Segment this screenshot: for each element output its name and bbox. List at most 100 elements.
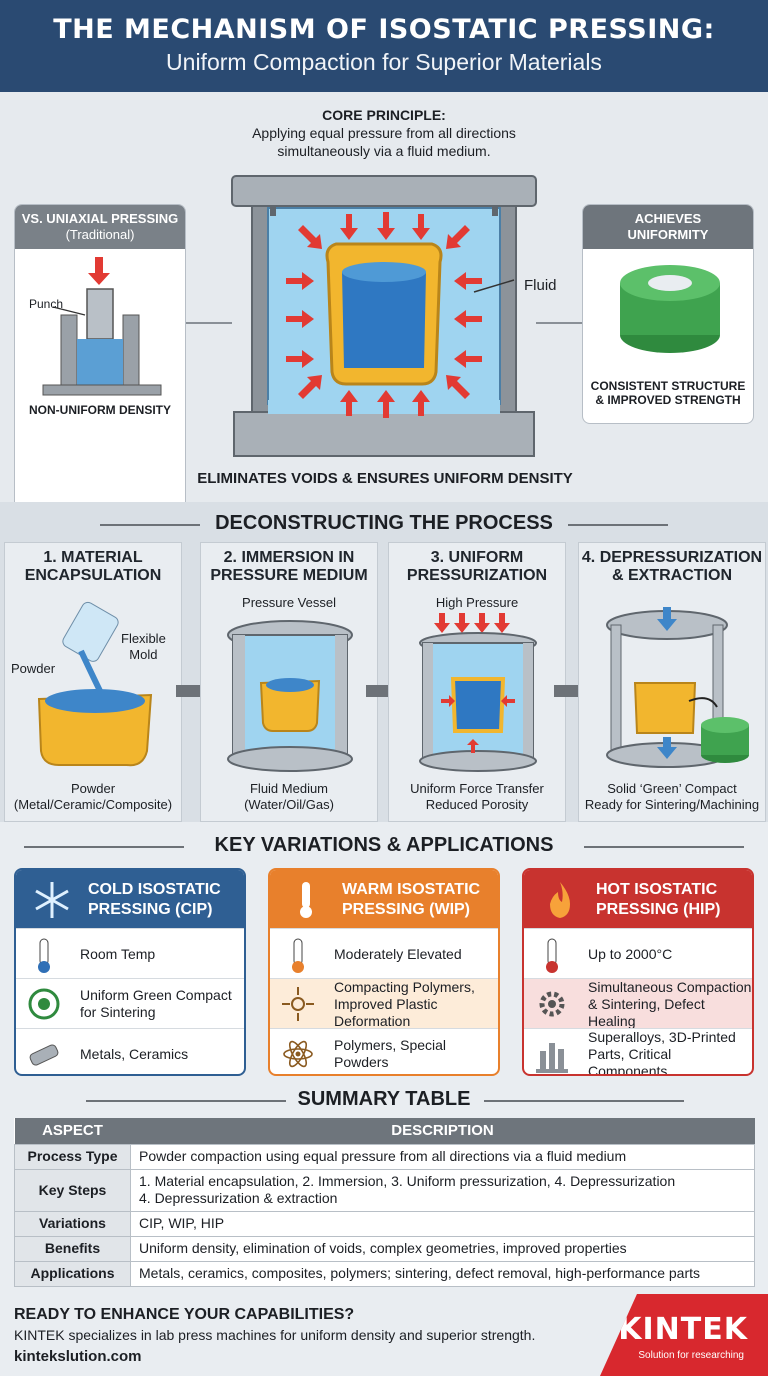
hip-card-header: HOT ISOSTATIC PRESSING (HIP) (524, 870, 752, 928)
hip-row-temperature: Up to 2000°C (524, 928, 752, 978)
table-cell-aspect: Process Type (14, 1143, 131, 1170)
cip-card-header: COLD ISOSTATIC PRESSING (CIP) (16, 870, 244, 928)
wip-title: WARM ISOSTATIC PRESSING (WIP) (342, 880, 480, 920)
punch-label: Punch (29, 297, 64, 311)
hip-result-line-2: & Sintering, Defect Healing (588, 995, 705, 1029)
table-cell-aspect: Applications (14, 1260, 131, 1287)
cip-row-temperature-text: Room Temp (80, 929, 155, 979)
step-4-title-1: 4. DEPRESSURIZATION (581, 549, 763, 566)
table-header-description: DESCRIPTION (130, 1118, 755, 1144)
wip-card: WARM ISOSTATIC PRESSING (WIP) Moderately… (268, 868, 500, 1076)
thermometer-cold-icon (38, 938, 50, 973)
table-header-row: ASPECT DESCRIPTION (14, 1118, 755, 1144)
brand-tagline: Solution for researching (638, 1350, 744, 1361)
table-cell-description: Powder compaction using equal pressure f… (130, 1143, 755, 1170)
uniaxial-subtitle: (Traditional) (65, 227, 135, 242)
table-row: Applications Metals, ceramics, composite… (14, 1260, 755, 1287)
process-heading-text: DECONSTRUCTING THE PROCESS (215, 512, 553, 534)
step-3-caption-1: Uniform Force Transfer (410, 781, 544, 796)
high-pressure-label: High Pressure (435, 595, 519, 610)
wip-row-temperature: Moderately Elevated (270, 928, 498, 978)
flexible-mold-label: Flexible Mold (121, 631, 166, 663)
step-2-caption-2: (Water/Oil/Gas) (244, 797, 334, 812)
heading-rule-right (484, 1099, 684, 1102)
core-principle-text-2: simultaneously via a fluid medium. (277, 143, 491, 159)
table-row: Key Steps 1. Material encapsulation, 2. … (14, 1168, 755, 1212)
pressure-vessel-label: Pressure Vessel (242, 595, 336, 610)
wip-row-temperature-text: Moderately Elevated (334, 929, 462, 979)
wip-row-result-text: Compacting Polymers,Improved Plastic Def… (334, 979, 498, 1029)
step-3-title-2: PRESSURIZATION (406, 567, 548, 584)
hip-row-result: Simultaneous Compaction& Sintering, Defe… (524, 978, 752, 1029)
non-uniform-density-label: NON-UNIFORM DENSITY (29, 403, 171, 417)
table-cell-description: Metals, ceramics, composites, polymers; … (130, 1260, 755, 1287)
wip-row-materials: Polymers, Special Powders (270, 1028, 498, 1074)
table-row: Variations CIP, WIP, HIP (14, 1210, 755, 1237)
uniformity-box: ACHIEVES UNIFORMITY CONSISTENT STRUCTURE… (582, 204, 754, 424)
uniformity-box-header: ACHIEVES UNIFORMITY (583, 205, 753, 249)
step-1-title-1: 1. MATERIAL (43, 549, 143, 566)
connector-left (186, 322, 232, 324)
thermometer-warm-icon (292, 938, 304, 973)
step-1: 1. MATERIAL ENCAPSULATION Flexible Mold … (4, 542, 182, 822)
table-cell-aspect: Benefits (14, 1235, 131, 1262)
hip-materials-line-2: Parts, Critical Components (588, 1045, 672, 1076)
heading-rule-right (584, 845, 744, 848)
core-principle: CORE PRINCIPLE: Applying equal pressure … (184, 106, 584, 160)
cip-temp-line: Room Temp (80, 945, 156, 962)
step-4-title: 4. DEPRESSURIZATION & EXTRACTION (579, 549, 765, 585)
heading-rule-right (568, 523, 668, 526)
fluid-label: Fluid (524, 277, 557, 294)
footer-cta: READY TO ENHANCE YOUR CAPABILITIES? (14, 1306, 355, 1323)
uniaxial-box-header: VS. UNIAXIAL PRESSING (Traditional) (15, 205, 185, 249)
heading-rule-left (86, 1099, 286, 1102)
step-3-title: 3. UNIFORM PRESSURIZATION (389, 549, 565, 585)
uniformity-caption-2: & IMPROVED STRENGTH (595, 393, 741, 407)
heading-rule-left (24, 845, 184, 848)
cip-title-2: PRESSING (CIP) (88, 901, 213, 918)
step-1-caption-2: (Metal/Ceramic/Composite) (13, 797, 173, 812)
step-1-title-2: ENCAPSULATION (24, 567, 162, 584)
compaction-icon (282, 987, 314, 1021)
snowflake-icon (35, 882, 69, 918)
table-cell-aspect: Key Steps (14, 1168, 131, 1212)
step-2-title-1: 2. IMMERSION IN (223, 549, 355, 566)
summary-heading-text: SUMMARY TABLE (297, 1088, 471, 1110)
wip-title-1: WARM ISOSTATIC (342, 881, 481, 898)
thermometer-icon (300, 882, 312, 918)
uniaxial-press-icon (42, 257, 162, 396)
variations-heading-text: KEY VARIATIONS & APPLICATIONS (214, 834, 554, 856)
page-subtitle: Uniform Compaction for Superior Material… (166, 49, 602, 75)
flexible-label: Flexible (121, 631, 166, 646)
cip-title: COLD ISOSTATIC PRESSING (CIP) (88, 880, 221, 920)
uniformity-title-2: UNIFORMITY (627, 227, 709, 242)
cip-title-1: COLD ISOSTATIC (88, 881, 221, 898)
powder-label: Powder (11, 661, 56, 676)
kintek-logo: KINTEK Solution for researching (600, 1294, 768, 1376)
atom-icon (283, 1040, 313, 1068)
variations-heading: KEY VARIATIONS & APPLICATIONS (0, 834, 768, 857)
cip-card: COLD ISOSTATIC PRESSING (CIP) Room Temp … (14, 868, 246, 1076)
table-row: Process Type Powder compaction using equ… (14, 1143, 755, 1170)
cip-row-materials-text: Metals, Ceramics (80, 1029, 188, 1074)
hip-title: HOT ISOSTATIC PRESSING (HIP) (596, 880, 720, 920)
key-steps-line-1: 1. Material encapsulation, 2. Immersion,… (139, 1173, 676, 1189)
cip-row-materials: Metals, Ceramics (16, 1028, 244, 1074)
immersion-vessel-icon (227, 620, 353, 772)
step-2: 2. IMMERSION IN PRESSURE MEDIUM Pressure… (200, 542, 378, 822)
hip-row-temperature-text: Up to 2000°C (588, 929, 672, 979)
cip-result-line-2: for Sintering (80, 1004, 156, 1020)
wip-result-line-2: Improved Plastic Deformation (334, 995, 438, 1029)
uniaxial-box: VS. UNIAXIAL PRESSING (Traditional) Punc… (14, 204, 186, 516)
footer-url-link[interactable]: kintekslution.com (14, 1348, 142, 1365)
pressurization-icon (419, 613, 537, 772)
green-compact-icon (620, 265, 720, 353)
header-banner: THE MECHANISM OF ISOSTATIC PRESSING: Uni… (0, 0, 768, 92)
table-cell-description: Uniform density, elimination of voids, c… (130, 1235, 755, 1262)
step-1-caption: Powder (Metal/Ceramic/Composite) (5, 781, 181, 813)
step-2-caption: Fluid Medium (Water/Oil/Gas) (201, 781, 377, 813)
